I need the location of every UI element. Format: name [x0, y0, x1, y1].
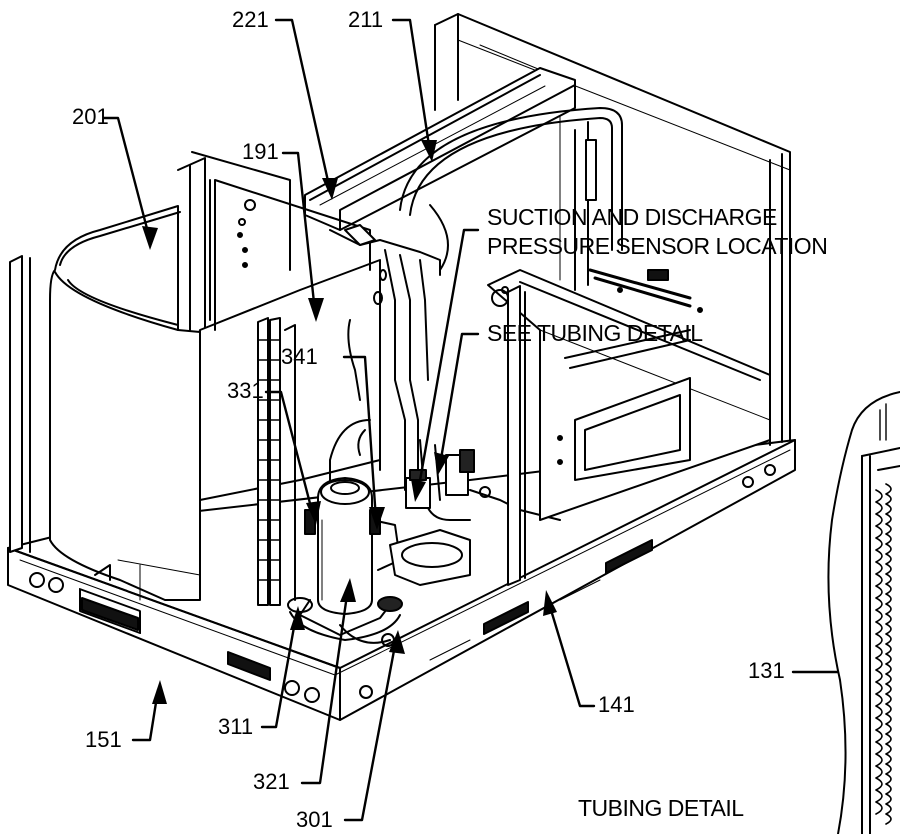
blower-assembly [487, 268, 771, 521]
divider-posts [507, 285, 526, 586]
sensor-location-note-line2: PRESSURE SENSOR LOCATION [487, 233, 828, 259]
callout-211: 211 [348, 7, 384, 32]
coil-shroud-201 [49, 205, 201, 601]
callout-301: 301 [296, 807, 333, 832]
callout-311: 311 [218, 714, 254, 739]
callout-141: 141 [598, 692, 635, 717]
tubing-detail-title: TUBING DETAIL [578, 795, 744, 821]
callout-201: 201 [72, 104, 109, 129]
refrigerant-piping [329, 204, 471, 521]
rear-frame [434, 13, 791, 446]
callout-321: 321 [253, 769, 290, 794]
condenser-coil [257, 317, 296, 606]
callout-331: 331 [227, 378, 264, 403]
sensor-location-note-line1: SUCTION AND DISCHARGE [487, 204, 777, 230]
compressor-321 [287, 477, 471, 647]
arrowheads [142, 140, 557, 704]
callout-341: 341 [281, 344, 318, 369]
callout-191: 191 [242, 139, 279, 164]
leader-lines [102, 18, 857, 822]
see-tubing-detail-note: SEE TUBING DETAIL [487, 320, 703, 346]
left-frame [9, 151, 291, 553]
callout-131: 131 [748, 658, 785, 683]
base-pan [7, 439, 796, 721]
callout-151: 151 [85, 727, 122, 752]
callout-221: 221 [232, 7, 269, 32]
tubing-detail-inset [827, 391, 900, 834]
